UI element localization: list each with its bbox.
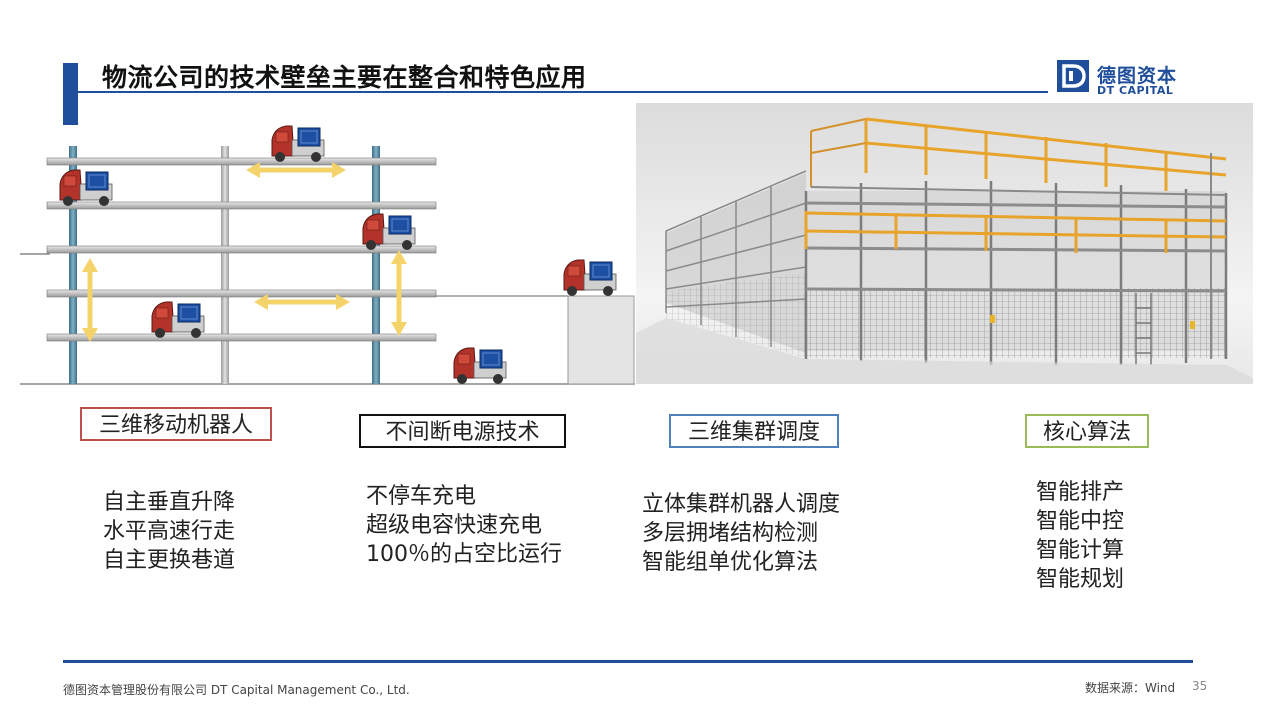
logo-english-name: DT CAPITAL bbox=[1097, 84, 1174, 97]
footer-divider bbox=[63, 660, 1193, 663]
list-item: 超级电容快速充电 bbox=[366, 513, 543, 538]
list-item: 不停车充电 bbox=[366, 484, 477, 509]
scheduling-feature-list: 立体集群机器人调度 多层拥堵结构检测 智能组单优化算法 bbox=[642, 490, 840, 577]
footer-company: 德图资本管理股份有限公司 DT Capital Management Co., … bbox=[63, 683, 410, 697]
page-number: 35 bbox=[1192, 679, 1208, 693]
dt-logo-icon bbox=[1057, 60, 1089, 92]
footer-data-source: 数据来源：Wind bbox=[1085, 681, 1176, 695]
ups-feature-list: 不停车充电 超级电容快速充电 100％的占空比运行 bbox=[366, 482, 562, 569]
list-item: 智能排产 bbox=[1036, 480, 1125, 505]
label-3d-cluster-scheduling: 三维集群调度 bbox=[669, 414, 839, 448]
list-item: 智能中控 bbox=[1036, 509, 1125, 534]
shelving-robot-diagram bbox=[20, 125, 635, 385]
title-underline bbox=[78, 91, 1048, 93]
list-item: 自主更换巷道 bbox=[103, 548, 236, 573]
label-core-algorithm: 核心算法 bbox=[1025, 414, 1149, 448]
list-item: 100％的占空比运行 bbox=[366, 542, 562, 567]
dt-capital-logo: 德图资本 DT CAPITAL bbox=[1057, 60, 1197, 100]
robot-feature-list: 自主垂直升降 水平高速行走 自主更换巷道 bbox=[103, 488, 235, 575]
list-item: 立体集群机器人调度 bbox=[642, 492, 841, 517]
list-item: 水平高速行走 bbox=[103, 519, 236, 544]
list-item: 智能组单优化算法 bbox=[642, 550, 819, 575]
page-title: 物流公司的技术壁垒主要在整合和特色应用 bbox=[102, 63, 587, 92]
algorithm-feature-list: 智能排产 智能中控 智能计算 智能规划 bbox=[1036, 478, 1124, 594]
list-item: 智能计算 bbox=[1036, 538, 1125, 563]
list-item: 智能规划 bbox=[1036, 567, 1125, 592]
title-accent-bar bbox=[63, 63, 78, 125]
logo-chinese-name: 德图资本 bbox=[1097, 65, 1178, 87]
label-3d-mobile-robot: 三维移动机器人 bbox=[80, 407, 272, 441]
list-item: 多层拥堵结构检测 bbox=[642, 521, 819, 546]
label-ups-technology: 不间断电源技术 bbox=[359, 414, 566, 448]
warehouse-rack-photo bbox=[636, 103, 1253, 384]
list-item: 自主垂直升降 bbox=[103, 490, 236, 515]
